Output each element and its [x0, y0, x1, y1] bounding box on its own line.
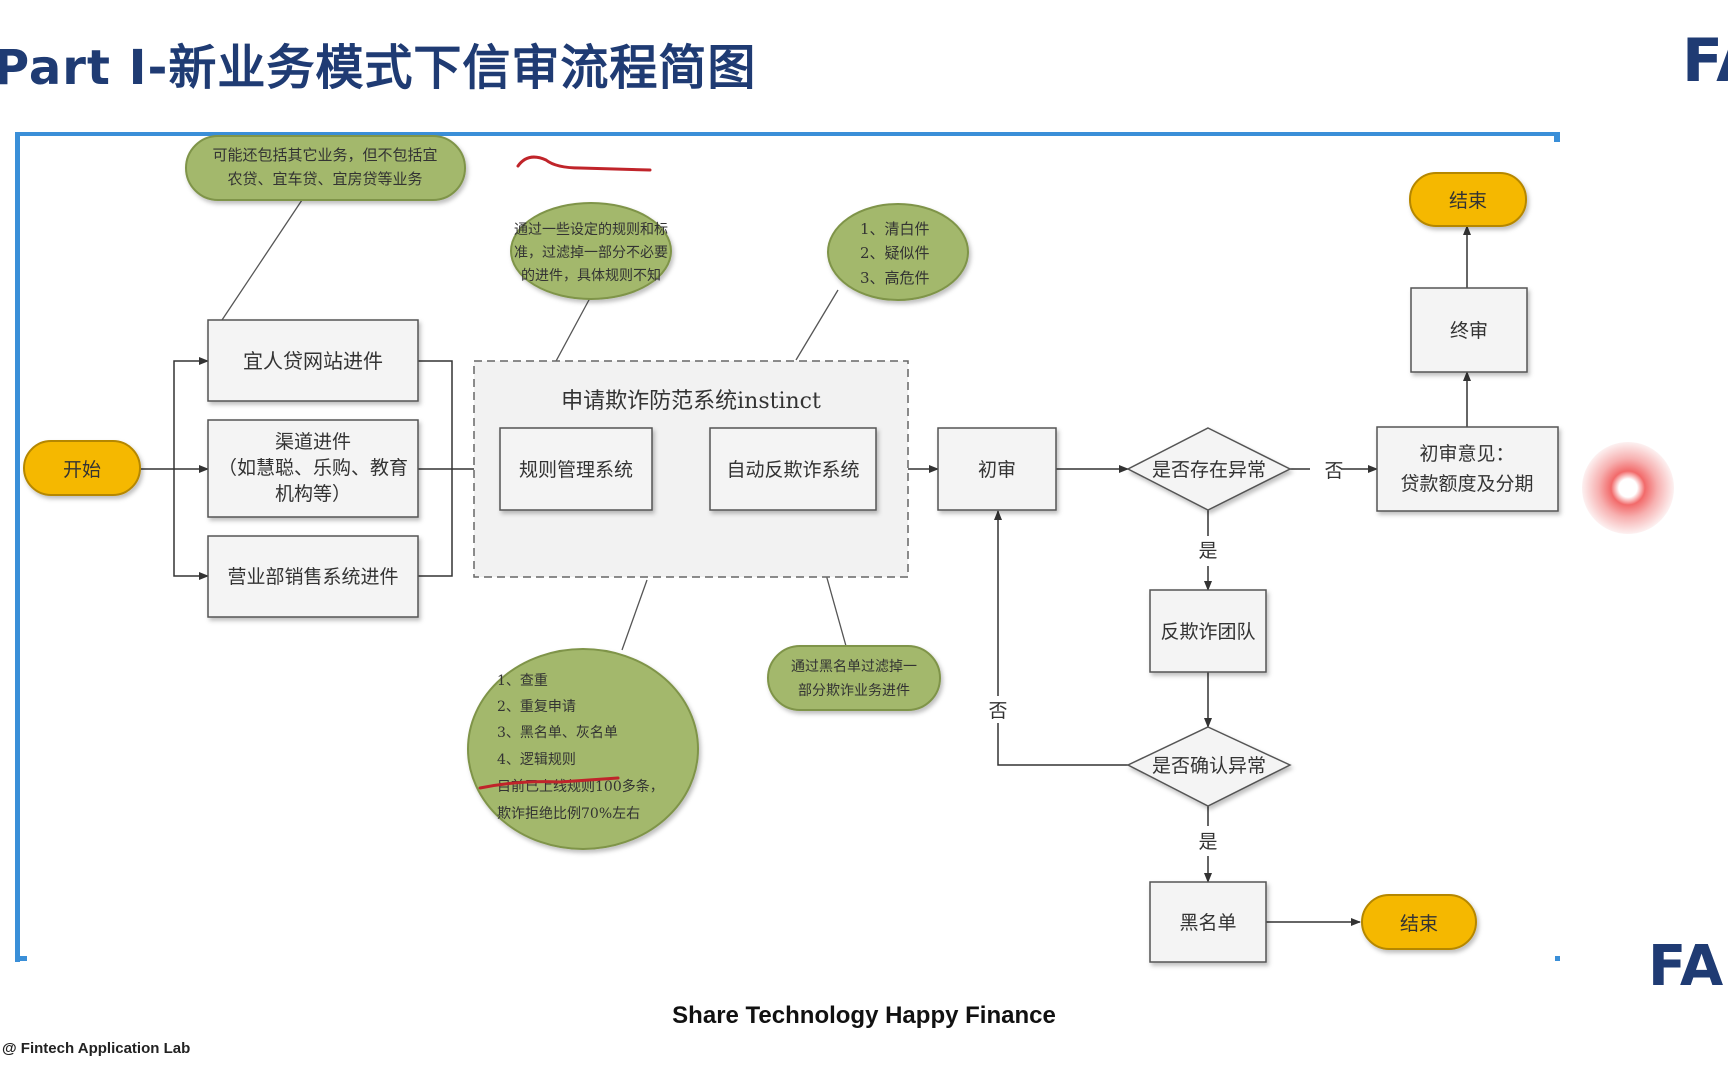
- note-levels-line-2: 2、疑似件: [860, 244, 930, 262]
- antifraud-team-box[interactable]: [1149, 589, 1267, 673]
- entry-website-label: 宜人贷网站进件: [243, 349, 383, 373]
- note-business-scope: [185, 135, 466, 201]
- copyright-notice: @ Fintech Application Lab: [2, 1040, 191, 1057]
- label-no-1: 否: [1324, 460, 1343, 482]
- rule-management-box[interactable]: [499, 427, 653, 511]
- blacklist-label: 黑名单: [1179, 912, 1236, 934]
- blacklist-box[interactable]: [1149, 881, 1267, 963]
- first-opinion-box[interactable]: [1376, 426, 1559, 512]
- note-fraud-checks: [467, 648, 699, 850]
- note-business-line-1: 可能还包括其它业务，但不包括宜: [212, 146, 437, 164]
- entry-channel-line-3: 机构等）: [275, 483, 351, 505]
- entry-website-box[interactable]: [207, 319, 419, 402]
- note-levels-line-3: 3、高危件: [860, 269, 930, 287]
- decision-confirm-label: 是否确认异常: [1152, 755, 1266, 777]
- final-review-box[interactable]: [1410, 287, 1528, 373]
- flow-connectors: [140, 225, 1471, 926]
- start-node[interactable]: [23, 440, 141, 496]
- note-business-line-2: 农贷、宜车贷、宜房贷等业务: [227, 170, 422, 188]
- final-review-label: 终审: [1450, 320, 1488, 342]
- note-checks-line-6: 欺诈拒绝比例70%左右: [497, 806, 640, 822]
- fraud-system-label: 申请欺诈防范系统instinct: [561, 389, 821, 414]
- end-label-bottom: 结束: [1400, 913, 1438, 935]
- entry-channel-line-2: （如慧聪、乐购、教育: [218, 457, 408, 479]
- note-blacklist-filter: [767, 645, 941, 711]
- label-no-2: 否: [988, 700, 1007, 722]
- note-blacklist-line-1: 通过黑名单过滤掉一: [791, 659, 917, 675]
- note-levels-line-1: 1、清白件: [860, 220, 930, 238]
- decision-abnormal[interactable]: [1126, 427, 1292, 511]
- entry-sales-box[interactable]: [207, 535, 419, 618]
- end-node-top[interactable]: [1409, 172, 1527, 227]
- note-rule-filtering: [510, 202, 672, 300]
- red-annotation-underline: [478, 776, 620, 790]
- red-annotation-top: [516, 155, 652, 172]
- decision-abnormal-label: 是否存在异常: [1152, 459, 1266, 481]
- frame-top-border: [18, 132, 1560, 136]
- note-checks-line-2: 2、重复申请: [497, 698, 576, 715]
- note-checks-line-4: 4、逻辑规则: [497, 752, 576, 768]
- note-risk-levels: [827, 203, 969, 301]
- auto-antifraud-box[interactable]: [709, 427, 877, 511]
- first-opinion-line-2: 贷款额度及分期: [1400, 473, 1533, 495]
- note-rules-line-3: 的进件，具体规则不知: [521, 267, 661, 284]
- auto-antifraud-label: 自动反欺诈系统: [726, 459, 859, 481]
- first-review-box[interactable]: [937, 427, 1057, 511]
- first-opinion-line-1: 初审意见：: [1419, 443, 1514, 465]
- brand-logo-top: FA: [1682, 26, 1728, 96]
- frame-corner-top-right: [1554, 132, 1560, 142]
- note-rules-line-2: 准，过滤掉一部分不必要: [514, 245, 668, 261]
- frame-corner-bottom-right: [1555, 956, 1560, 961]
- entry-channel-line-1: 渠道进件: [275, 431, 351, 453]
- page-title: Part I-新业务模式下信审流程简图: [0, 40, 757, 96]
- label-yes-1: 是: [1198, 540, 1217, 562]
- cursor-highlight: [1582, 442, 1674, 534]
- note-checks-line-3: 3、黑名单、灰名单: [497, 725, 618, 741]
- note-checks-line-1: 1、查重: [497, 673, 548, 689]
- entry-channel-box[interactable]: [207, 419, 419, 518]
- first-review-label: 初审: [978, 459, 1016, 481]
- brand-logo-bottom: FA: [1648, 934, 1724, 999]
- entry-sales-label: 营业部销售系统进件: [227, 566, 398, 588]
- frame-corner-bottom-left: [15, 956, 27, 961]
- note-rules-line-1: 通过一些设定的规则和标: [514, 222, 668, 238]
- rule-management-label: 规则管理系统: [519, 459, 633, 481]
- end-label-top: 结束: [1449, 190, 1487, 212]
- frame-left-border: [15, 132, 20, 962]
- note-blacklist-line-2: 部分欺诈业务进件: [798, 683, 910, 699]
- slide-footer: Share Technology Happy Finance: [672, 1002, 1056, 1029]
- antifraud-team-label: 反欺诈团队: [1160, 621, 1255, 643]
- end-node-bottom[interactable]: [1361, 894, 1477, 950]
- start-label: 开始: [63, 459, 101, 481]
- label-yes-2: 是: [1198, 831, 1217, 853]
- decision-confirm-abnormal[interactable]: [1126, 726, 1292, 807]
